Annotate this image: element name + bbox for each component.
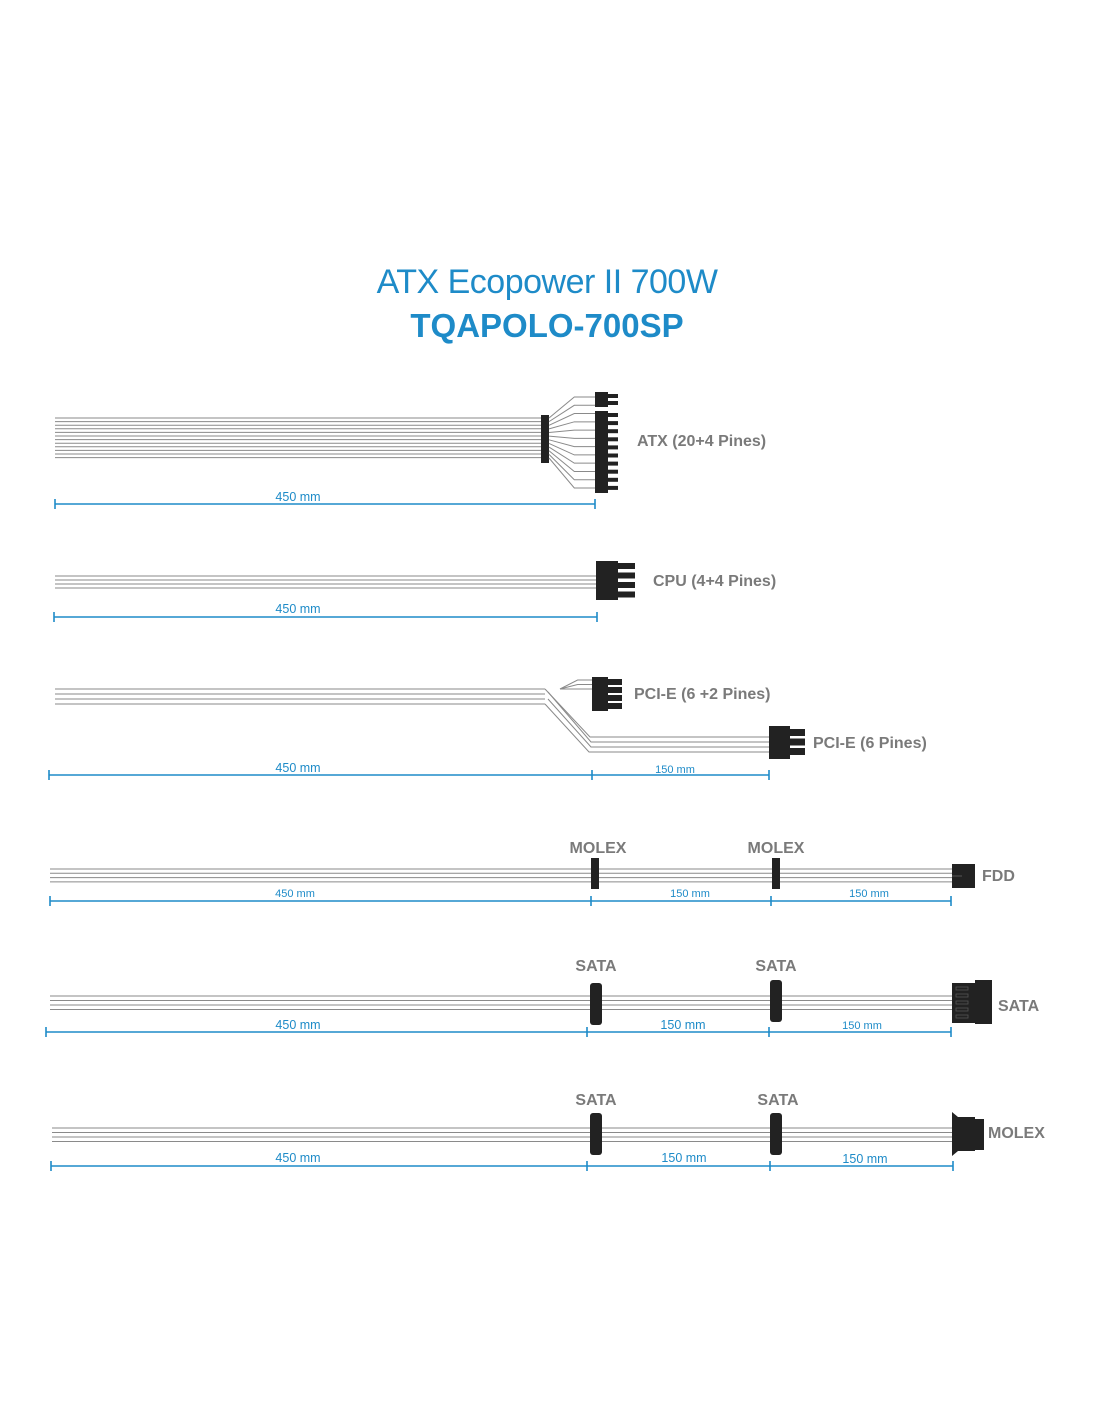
atx-wires bbox=[55, 417, 541, 459]
atx-label: ATX (20+4 Pines) bbox=[637, 433, 766, 450]
atx-wire-clamp bbox=[541, 415, 549, 463]
molex-label-1: MOLEX bbox=[570, 840, 627, 857]
pcie-down-wires bbox=[544, 688, 769, 753]
connector-pin bbox=[608, 461, 618, 466]
fdd-connector bbox=[952, 864, 975, 888]
wire bbox=[548, 429, 595, 434]
sata2-connector-2 bbox=[770, 1113, 782, 1155]
pcie-cable: PCI-E (6 +2 Pines) PCI-E (6 Pines) 450 m… bbox=[48, 677, 927, 780]
svg-text:150 mm: 150 mm bbox=[655, 764, 695, 776]
atx-fan-wires bbox=[548, 396, 595, 489]
wire bbox=[548, 421, 595, 430]
sata1-dimension: 450 mm 150 mm 150 mm bbox=[45, 1018, 952, 1037]
connector-pin bbox=[608, 469, 618, 474]
pcie-6pin-label: PCI-E (6 Pines) bbox=[813, 735, 927, 752]
wire bbox=[548, 454, 595, 481]
cpu-connector bbox=[596, 561, 635, 600]
svg-text:150 mm: 150 mm bbox=[660, 1018, 705, 1032]
sata2-label-2: SATA bbox=[757, 1092, 799, 1109]
sata-cable-2: SATA SATA MOLEX 450 mm 150 mm 150 mm bbox=[50, 1092, 1045, 1171]
wire bbox=[548, 404, 595, 423]
sata2-end-label: MOLEX bbox=[988, 1125, 1045, 1142]
pcie-dimension: 450 mm 150 mm bbox=[48, 761, 770, 780]
wire bbox=[548, 413, 595, 426]
cpu-label: CPU (4+4 Pines) bbox=[653, 573, 776, 590]
diagram-title: ATX Ecopower II 700W bbox=[377, 263, 718, 301]
atx-dimension: 450 mm bbox=[54, 490, 596, 509]
connector-pin bbox=[608, 477, 618, 482]
connector-pin bbox=[608, 421, 618, 426]
pcie-up-wires bbox=[559, 679, 592, 690]
sata-cable-1: SATA SATA SATA 450 mm 150 mm 150 mm bbox=[45, 958, 1040, 1037]
pcie-6plus2-label: PCI-E (6 +2 Pines) bbox=[634, 686, 771, 703]
svg-text:150 mm: 150 mm bbox=[842, 1152, 887, 1166]
connector-pin bbox=[608, 703, 622, 709]
cpu-dimension: 450 mm bbox=[53, 602, 598, 622]
sata2-connector-1 bbox=[590, 1113, 602, 1155]
wire bbox=[548, 435, 595, 439]
molex-dimension: 450 mm 150 mm 150 mm bbox=[49, 888, 952, 906]
wire bbox=[548, 446, 595, 464]
svg-text:150 mm: 150 mm bbox=[661, 1151, 706, 1165]
sata1-label-1: SATA bbox=[575, 958, 617, 975]
sata2-dimension: 450 mm 150 mm 150 mm bbox=[50, 1151, 954, 1171]
cpu-cable: CPU (4+4 Pines) 450 mm bbox=[53, 561, 776, 622]
cpu-wires bbox=[55, 575, 596, 589]
connector-pin bbox=[608, 679, 622, 685]
svg-text:450 mm: 450 mm bbox=[275, 490, 320, 504]
connector-pin bbox=[608, 485, 618, 490]
molex-label-2: MOLEX bbox=[748, 840, 805, 857]
svg-text:450 mm: 450 mm bbox=[275, 1018, 320, 1032]
wire bbox=[559, 679, 592, 690]
wire bbox=[559, 684, 592, 690]
pcie-wires bbox=[55, 688, 545, 705]
wire bbox=[548, 396, 595, 419]
wire bbox=[548, 450, 595, 472]
connector-pin bbox=[608, 687, 622, 693]
sata1-connector-1 bbox=[590, 983, 602, 1025]
sata2-label-1: SATA bbox=[575, 1092, 617, 1109]
sata2-molex-end-connector bbox=[952, 1112, 984, 1156]
connector-pin bbox=[790, 729, 805, 736]
svg-text:450 mm: 450 mm bbox=[275, 761, 320, 775]
sata1-end-connector bbox=[952, 980, 992, 1024]
atx-cable: ATX (20+4 Pines) 450 mm bbox=[54, 392, 766, 509]
svg-text:450 mm: 450 mm bbox=[275, 1151, 320, 1165]
connector-pin bbox=[790, 738, 805, 746]
connector-pin bbox=[608, 695, 622, 701]
svg-text:150 mm: 150 mm bbox=[842, 1020, 882, 1032]
molex-wires bbox=[50, 868, 952, 883]
sata1-end-label: SATA bbox=[998, 998, 1040, 1015]
pcie-6pin-connector bbox=[769, 726, 805, 759]
connector-pin bbox=[618, 582, 635, 588]
molex-connector-2 bbox=[772, 858, 780, 889]
model-number: TQAPOLO-700SP bbox=[410, 307, 683, 344]
molex-connector-1 bbox=[591, 858, 599, 889]
connector-pin bbox=[790, 748, 805, 755]
atx-20pin-connector bbox=[595, 411, 618, 493]
connector-pin bbox=[608, 429, 618, 434]
sata1-label-2: SATA bbox=[755, 958, 797, 975]
connector-pin bbox=[608, 437, 618, 442]
svg-text:450 mm: 450 mm bbox=[275, 888, 315, 900]
connector-pin bbox=[608, 453, 618, 458]
atx-4pin-connector bbox=[595, 392, 618, 407]
connector-pin bbox=[618, 563, 635, 569]
fdd-label: FDD bbox=[982, 868, 1015, 885]
wire bbox=[548, 442, 595, 456]
svg-text:450 mm: 450 mm bbox=[275, 602, 320, 616]
connector-pin bbox=[618, 572, 635, 579]
svg-text:150 mm: 150 mm bbox=[670, 888, 710, 900]
svg-text:150 mm: 150 mm bbox=[849, 888, 889, 900]
connector-pin bbox=[608, 413, 618, 417]
sata1-wires bbox=[50, 995, 952, 1010]
sata1-connector-2 bbox=[770, 980, 782, 1022]
connector-pin bbox=[618, 591, 635, 598]
connector-pin bbox=[608, 445, 618, 450]
pcie-6plus2-connector bbox=[592, 677, 622, 711]
sata2-wires bbox=[52, 1127, 952, 1142]
molex-cable: MOLEX MOLEX FDD 450 mm 150 mm 150 mm bbox=[49, 840, 1015, 906]
wire bbox=[548, 439, 595, 448]
wire bbox=[548, 457, 595, 489]
